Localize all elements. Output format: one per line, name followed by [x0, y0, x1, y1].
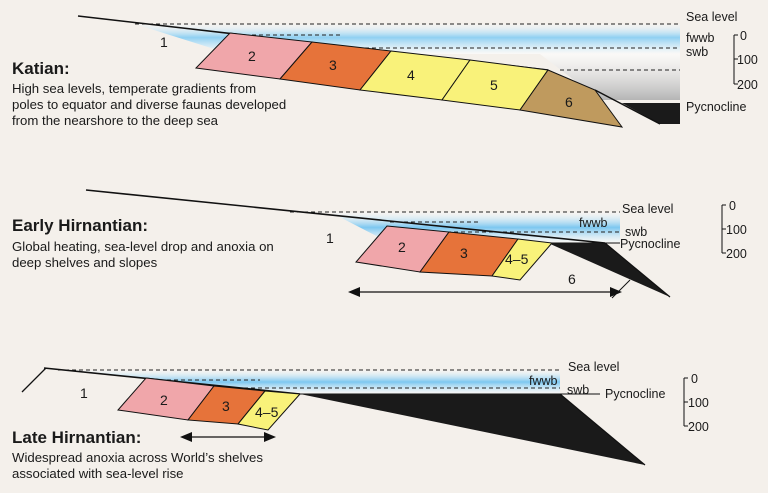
- zone-label: 4: [407, 67, 415, 83]
- panel-late-hirnantian: 1 2 3 4–5 Sea level fwwb swb Pycnocline …: [12, 360, 709, 481]
- scale-tick-label: 200: [737, 78, 758, 92]
- panel-description-line: deep shelves and slopes: [12, 255, 158, 270]
- zone-label: 1: [80, 385, 88, 401]
- zone-label: 1: [326, 230, 334, 246]
- sea-level-label: Sea level: [622, 202, 673, 216]
- zone-label: 4–5: [505, 251, 529, 267]
- scale-tick-label: 0: [729, 199, 736, 213]
- deep-water-fade: [540, 54, 680, 100]
- fwwb-label: fwwb: [529, 374, 558, 388]
- panel-description-line: Global heating, sea-level drop and anoxi…: [12, 239, 274, 254]
- scale-tick-label: 200: [726, 247, 747, 261]
- slope-line: [559, 393, 646, 466]
- zone-label: 3: [222, 398, 230, 414]
- pycnocline-label: Pycnocline: [686, 100, 746, 114]
- zone-label: 1: [160, 34, 168, 50]
- zone-label: 4–5: [255, 404, 279, 420]
- swb-label: swb: [567, 383, 589, 397]
- scale-tick-label: 0: [691, 372, 698, 386]
- anoxic-wedge: [548, 243, 670, 297]
- zone-label: 2: [398, 239, 406, 255]
- zone-4-5: [491, 238, 553, 281]
- panel-description-line: High sea levels, temperate gradients fro…: [12, 81, 256, 96]
- zone-label: 2: [160, 392, 168, 408]
- pycnocline-label: Pycnocline: [605, 387, 665, 401]
- zone-label: 6: [568, 271, 576, 287]
- panel-title: Early Hirnantian:: [12, 216, 148, 235]
- anoxic-wedge: [300, 394, 645, 465]
- scale-tick-label: 200: [688, 420, 709, 434]
- zone-4-5: [237, 390, 302, 431]
- pycnocline-label: Pycnocline: [620, 237, 680, 251]
- sea-level-label: Sea level: [686, 10, 737, 24]
- zones-range-arrow: [180, 432, 276, 442]
- panel-katian: 1 2 3 4 5 6 Sea level fwwb swb Pycnoclin…: [12, 10, 758, 128]
- zone-label: 5: [490, 77, 498, 93]
- anoxic-wedge: [622, 103, 680, 124]
- sea-level-label: Sea level: [568, 360, 619, 374]
- panel-early-hirnantian: 1 2 3 4–5 6 Sea level fwwb swb Pycnoclin…: [12, 189, 747, 299]
- panel-title: Late Hirnantian:: [12, 428, 141, 447]
- zone-label: 3: [329, 57, 337, 73]
- depth-scale: 0 100 200: [721, 199, 747, 261]
- seafloor-line: [85, 189, 606, 244]
- fwwb-label: fwwb: [686, 31, 715, 45]
- fwwb-label: fwwb: [579, 216, 608, 230]
- scale-tick-label: 100: [737, 53, 758, 67]
- panel-title: Katian:: [12, 59, 70, 78]
- swb-label: swb: [686, 45, 708, 59]
- scale-tick-label: 100: [726, 223, 747, 237]
- depth-scale: 0 100 200: [733, 29, 758, 92]
- zone-label: 3: [460, 245, 468, 261]
- zone-label: 2: [248, 48, 256, 64]
- slope-line: [611, 279, 631, 299]
- panel-description-line: associated with sea-level rise: [12, 466, 184, 481]
- panel-description-line: from the nearshore to the deep sea: [12, 113, 219, 128]
- depth-scale: 0 100 200: [683, 372, 709, 434]
- zone-label: 6: [565, 94, 573, 110]
- panel-description-line: poles to equator and diverse faunas deve…: [12, 97, 286, 112]
- slope-line: [594, 89, 661, 125]
- scale-tick-label: 0: [740, 29, 747, 43]
- zone-6: [519, 69, 624, 128]
- slope-line: [604, 242, 671, 298]
- coast-line: [21, 367, 47, 393]
- zone-6-range-arrow: [348, 287, 622, 297]
- swb-label: swb: [625, 225, 647, 239]
- panel-description-line: Widespread anoxia across World’s shelves: [12, 450, 263, 465]
- scale-tick-label: 100: [688, 396, 709, 410]
